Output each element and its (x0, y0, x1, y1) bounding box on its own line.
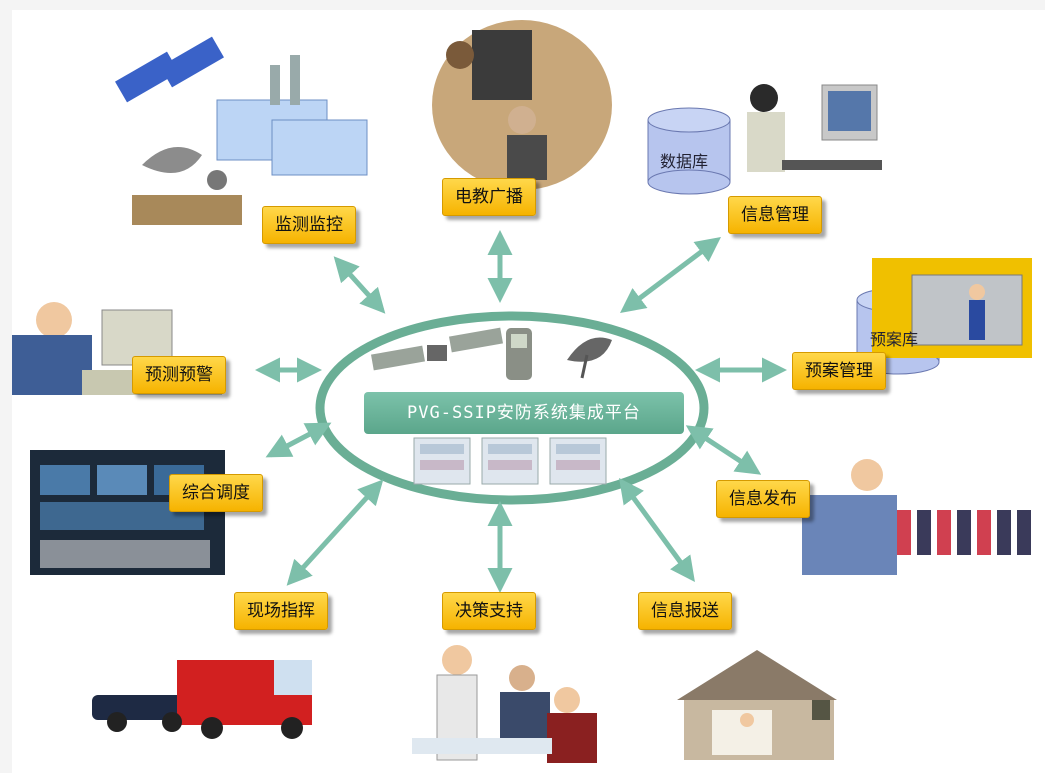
database-cylinder (647, 107, 731, 195)
audience-illustration (802, 459, 1031, 575)
office-workers-photo (432, 20, 612, 190)
satellite-dish-icon (567, 337, 612, 379)
database-label: 数据库 (660, 152, 709, 171)
diagram-canvas: PVG-SSIP安防系统集成平台 监测监控 电教广播 信息管理 预测预警 预案管… (12, 10, 1045, 773)
node-info-publish[interactable]: 信息发布 (716, 480, 810, 518)
node-forecast[interactable]: 预测预警 (132, 356, 226, 394)
arrow-command (286, 479, 384, 586)
dispatch-center-photo (30, 450, 225, 575)
vehicles-illustration (92, 660, 312, 739)
node-info-report[interactable]: 信息报送 (638, 592, 732, 630)
arrow-info-mgmt (620, 236, 721, 314)
node-info-mgmt[interactable]: 信息管理 (728, 196, 822, 234)
arrow-info-report (619, 477, 695, 583)
node-decision[interactable]: 决策支持 (442, 592, 536, 630)
business-meeting-illustration (412, 645, 597, 763)
node-plan-mgmt[interactable]: 预案管理 (792, 352, 886, 390)
platform-title: PVG-SSIP安防系统集成平台 (364, 392, 684, 434)
mobile-phone-icon (506, 328, 532, 380)
arrow-dispatch (265, 422, 332, 458)
plan-database-label: 预案库 (870, 330, 919, 349)
satellite-icon (371, 327, 503, 371)
node-command[interactable]: 现场指挥 (234, 592, 328, 630)
node-broadcast[interactable]: 电教广播 (442, 178, 536, 216)
arrow-monitor (333, 256, 386, 314)
computer-user-illustration (747, 84, 882, 172)
diagram-graphics (12, 20, 1032, 763)
node-monitor[interactable]: 监测监控 (262, 206, 356, 244)
house-illustration (677, 650, 837, 760)
arrow-info-publish (685, 425, 762, 475)
control-room-worker (872, 258, 1032, 358)
server-rack-icons (413, 437, 607, 485)
factory-illustration (115, 36, 368, 225)
node-dispatch[interactable]: 综合调度 (169, 474, 263, 512)
